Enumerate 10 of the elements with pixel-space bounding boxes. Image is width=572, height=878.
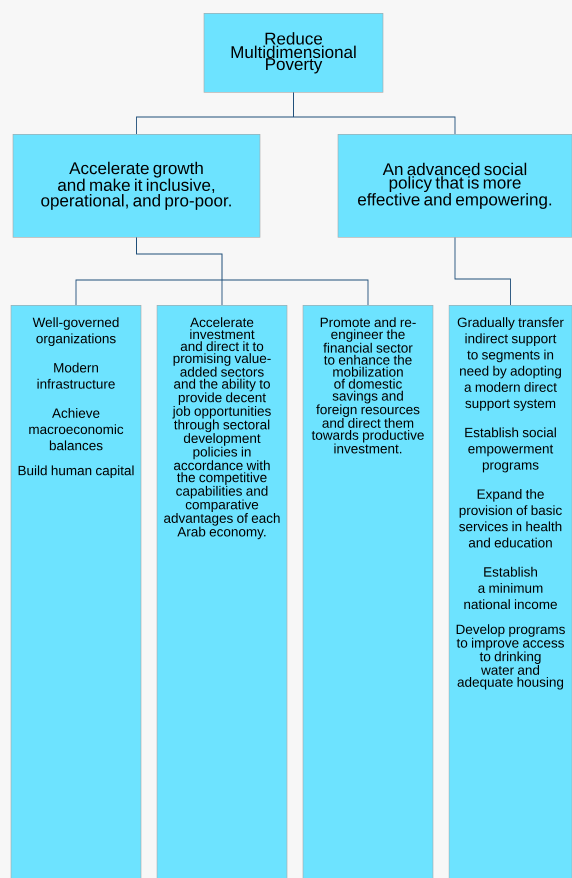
connector-line xyxy=(136,237,368,306)
column-box: Promote and re-engineer the financial sector to enhance the mobilization of domestic savings and foreign resources and direct them towards productive investment. xyxy=(302,305,434,878)
objective-box: Accelerate growth and make it inclusive, operational, and pro-poor. xyxy=(12,134,260,238)
goal-box: Reduce Multidimensional Poverty xyxy=(204,13,384,93)
connector-line xyxy=(293,92,456,134)
column-box: Accelerate investment and direct it to promising value-added sectors and the ability to provide decent job opportunities through sectoral development policies in accordance with the competitive capabilities and comparative advantages of each Arab economy. xyxy=(156,305,288,878)
objective-box: An advanced social policy that is more effective and empowering. xyxy=(338,134,572,238)
connector-line xyxy=(454,237,511,306)
column-box: Well-governed organizations Modern infrastructure Achieve macroeconomic balances Build human capital xyxy=(10,305,142,878)
column-box: Gradually transfer indirect support to segments in need by adopting a modern direct support system Establish social empowerment programs Expand the provision of basic services in health and education Establish a minimum national income Develop programs to improve access to drinking water and adequate housing xyxy=(448,305,572,878)
